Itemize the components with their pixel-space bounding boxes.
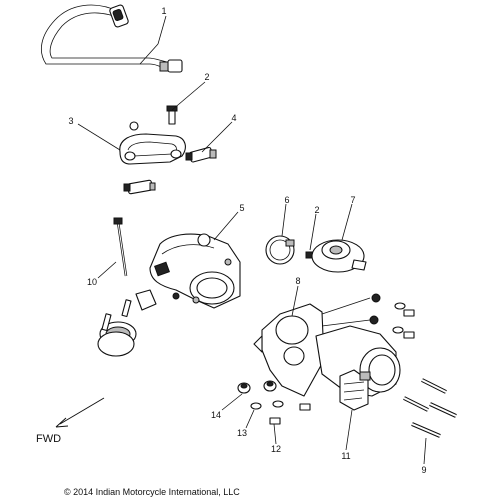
lower-hardware	[237, 380, 311, 425]
long-bolt	[113, 217, 128, 277]
callout-12: 12	[271, 444, 281, 454]
callout-13: 13	[237, 428, 247, 438]
throttle-body	[315, 325, 401, 411]
fuel-rail	[119, 121, 186, 165]
hose-clamp	[265, 235, 295, 265]
boot-bolts	[101, 292, 180, 332]
forward-arrowhead-icon	[55, 417, 69, 428]
callout-10: 10	[87, 277, 97, 287]
callout-6: 6	[284, 195, 289, 205]
fuel-injector-right	[185, 146, 217, 163]
callout-9: 9	[421, 465, 426, 475]
callout-labels: 1 2 3 4 5 6 2 7 10 8 14 13 12 11 9	[68, 6, 426, 475]
callout-8: 8	[295, 276, 300, 286]
fuel-injector-left	[123, 179, 156, 195]
callout-1: 1	[161, 6, 166, 16]
intake-gasket	[135, 289, 157, 311]
fwd-label: FWD	[36, 433, 61, 445]
leader-lines	[77, 15, 427, 465]
upper-right-hardware	[369, 293, 415, 339]
throttle-body-bracket	[253, 303, 325, 397]
screw-upper	[166, 105, 178, 125]
callout-11: 11	[341, 451, 350, 461]
intake-elbow	[149, 233, 241, 309]
callout-2-right: 2	[314, 205, 319, 215]
callout-3: 3	[68, 116, 73, 126]
forward-direction-indicator: FWD	[36, 397, 105, 445]
callout-7: 7	[350, 195, 355, 205]
long-bolts	[403, 378, 457, 438]
callout-5: 5	[239, 203, 244, 213]
fuel-line-hose	[40, 4, 183, 73]
callout-2-upper: 2	[204, 72, 209, 82]
callout-4: 4	[231, 113, 236, 123]
callout-14: 14	[211, 410, 221, 420]
pressure-sensor	[311, 239, 367, 273]
forward-arrow-icon	[59, 397, 105, 425]
intake-boot	[97, 321, 137, 357]
copyright-notice: © 2014 Indian Motorcycle International, …	[64, 487, 240, 497]
